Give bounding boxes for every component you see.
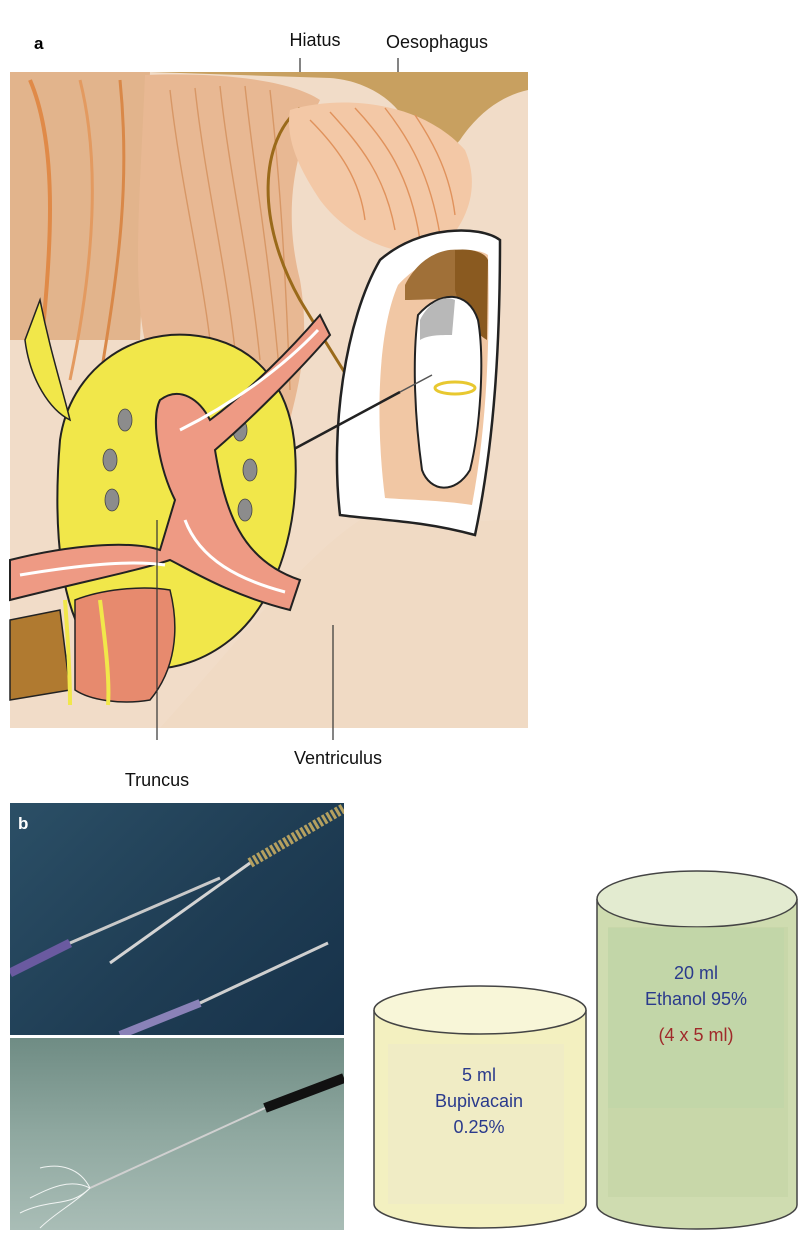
- needles-photo: [10, 803, 344, 1035]
- ethanol-note: (4 x 5 ml): [608, 1022, 784, 1048]
- ethanol-drug: Ethanol 95%: [608, 986, 784, 1012]
- bupivacain-drug: Bupivacain: [376, 1088, 582, 1114]
- label-ventriculus: Ventriculus: [278, 748, 398, 768]
- injection-photo: [10, 1038, 344, 1230]
- bupivacain-concentration: 0.25%: [376, 1114, 582, 1140]
- anatomy-illustration: [0, 0, 803, 740]
- panel-b-letter: b: [18, 814, 28, 834]
- label-truncus-line1: Truncus: [125, 770, 189, 790]
- ethanol-label: 20 ml Ethanol 95% (4 x 5 ml): [608, 960, 784, 1048]
- bupivacain-volume: 5 ml: [376, 1062, 582, 1088]
- bupivacain-label: 5 ml Bupivacain 0.25%: [376, 1062, 582, 1140]
- ethanol-volume: 20 ml: [608, 960, 784, 986]
